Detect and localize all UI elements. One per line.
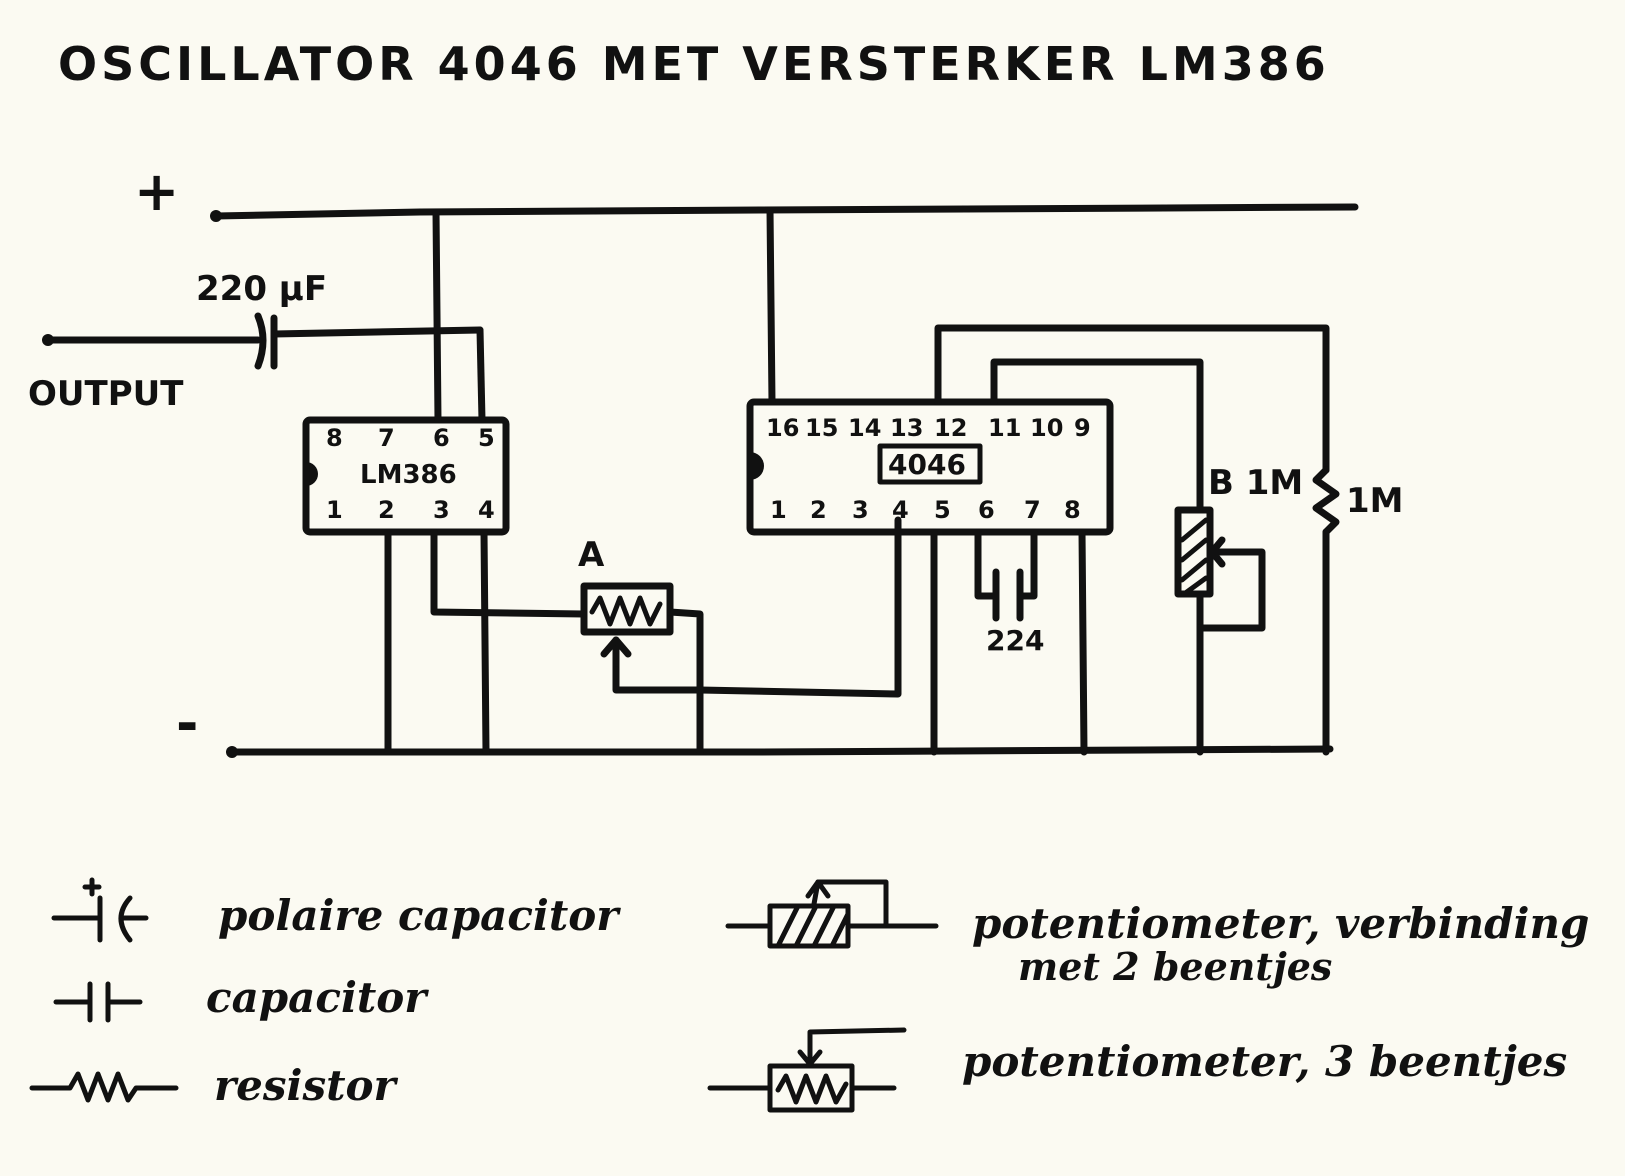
cap-220-label: 220 µF — [196, 269, 327, 309]
ic-4046-label: 4046 — [888, 448, 966, 481]
legend-pot-2-legs-symbol — [725, 879, 939, 949]
lm386-wiring — [384, 208, 588, 756]
lm386-pin-labels: 8 7 6 5 1 2 3 4 — [326, 424, 495, 524]
cap-224-label: 224 — [986, 624, 1044, 657]
ic-4046-pin: 16 — [766, 414, 799, 442]
negative-rail — [226, 745, 1334, 758]
output-label: OUTPUT — [28, 374, 184, 414]
ic-4046-pin: 11 — [988, 414, 1021, 442]
potentiometer-a — [580, 516, 902, 756]
lm386-pin: 4 — [478, 496, 495, 524]
legend-polar-capacitor-symbol — [51, 877, 149, 943]
lm386-pin: 8 — [326, 424, 343, 452]
ic-4046-pin: 6 — [978, 496, 995, 524]
legend-resistor-symbol — [29, 1071, 179, 1103]
pot-b-label: B 1M — [1208, 463, 1303, 503]
ic-4046-wiring — [766, 206, 1330, 756]
lm386-pin: 6 — [433, 424, 450, 452]
capacitor-224 — [992, 568, 1024, 622]
lm386-chip — [302, 416, 510, 536]
minus-label: - — [176, 692, 198, 755]
potentiometer-b — [1174, 506, 1266, 756]
ic-4046-chip — [746, 398, 1114, 536]
legend-capacitor-symbol — [53, 981, 143, 1023]
ic-4046-pin: 1 — [770, 496, 787, 524]
lm386-pin: 5 — [478, 424, 495, 452]
plus-label: + — [134, 160, 179, 223]
legend-pot-3-label: potentiometer, 3 beentjes — [962, 1037, 1567, 1086]
legend-pot-3-legs-symbol — [707, 1027, 907, 1113]
legend-resistor-label: resistor — [214, 1061, 399, 1110]
ic-4046-pin: 10 — [1030, 414, 1063, 442]
ic-4046-pin: 4 — [892, 496, 909, 524]
ic-4046-label-box — [877, 443, 983, 485]
res-1m-label: 1M — [1346, 481, 1404, 521]
resistor-1m — [1312, 466, 1340, 756]
ic-4046-pin: 13 — [890, 414, 923, 442]
ic-4046-pin: 3 — [852, 496, 869, 524]
ic-4046-pin: 2 — [810, 496, 827, 524]
lm386-pin: 1 — [326, 496, 343, 524]
legend-pot-2-label-line1: potentiometer, verbinding — [972, 899, 1589, 948]
legend-pot-2-label-line2: met 2 beentjes — [1018, 944, 1332, 989]
polar-capacitor-220uf — [254, 312, 484, 370]
ic-4046-pin: 14 — [848, 414, 881, 442]
legend-capacitor-label: capacitor — [206, 973, 429, 1022]
ic-4046-pin: 5 — [934, 496, 951, 524]
pot-a-label: A — [578, 535, 605, 575]
output-terminal — [42, 334, 262, 346]
positive-rail — [210, 203, 1359, 222]
ic-4046-pin: 9 — [1074, 414, 1091, 442]
lm386-pin: 2 — [378, 496, 395, 524]
lm386-label: LM386 — [360, 460, 457, 490]
ic-4046-pin: 15 — [805, 414, 838, 442]
lm386-pin: 7 — [378, 424, 395, 452]
ic-4046-pin-labels: 16 15 14 13 12 11 10 9 1 2 3 4 5 6 7 8 — [766, 414, 1091, 524]
lm386-pin: 3 — [433, 496, 450, 524]
ic-4046-pin: 7 — [1024, 496, 1041, 524]
diagram-title: OSCILLATOR 4046 MET VERSTERKER LM386 — [58, 37, 1330, 91]
legend-polar-capacitor-label: polaire capacitor — [218, 891, 621, 940]
ic-4046-pin: 12 — [934, 414, 967, 442]
ic-4046-pin: 8 — [1064, 496, 1081, 524]
